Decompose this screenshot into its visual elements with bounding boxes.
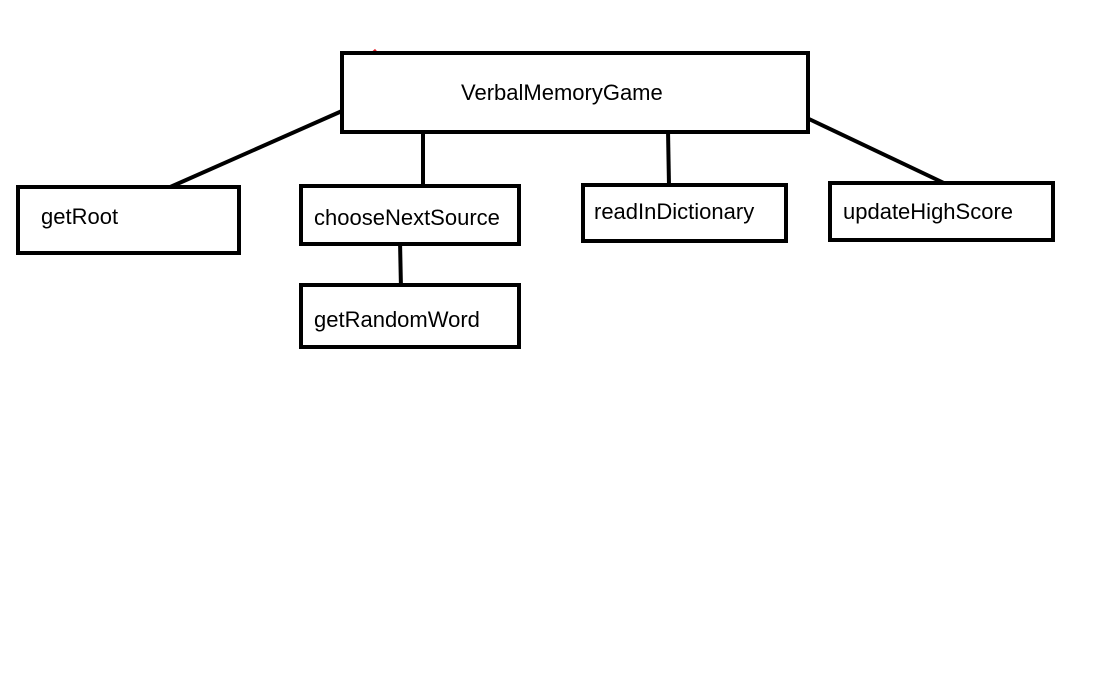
node-label: getRoot <box>41 204 119 229</box>
node-read-in-dictionary: readInDictionary <box>581 183 788 243</box>
edge-root-getroot <box>167 109 343 190</box>
node-label: VerbalMemoryGame <box>461 80 663 105</box>
node-get-random-word: getRandomWord <box>299 283 521 349</box>
node-update-high-score: updateHighScore <box>828 181 1055 242</box>
node-label: chooseNextSource <box>314 205 500 230</box>
edge-root-update <box>808 117 947 186</box>
edge-root-read <box>666 129 671 187</box>
node-choose-next-source: chooseNextSource <box>299 184 521 246</box>
node-label: getRandomWord <box>314 307 480 332</box>
node-label: readInDictionary <box>594 199 755 224</box>
node-label: updateHighScore <box>843 199 1014 224</box>
edge-choose-random <box>398 240 403 290</box>
node-get-root: getRoot <box>16 185 241 255</box>
node-verbal-memory-game: VerbalMemoryGame <box>340 51 810 134</box>
